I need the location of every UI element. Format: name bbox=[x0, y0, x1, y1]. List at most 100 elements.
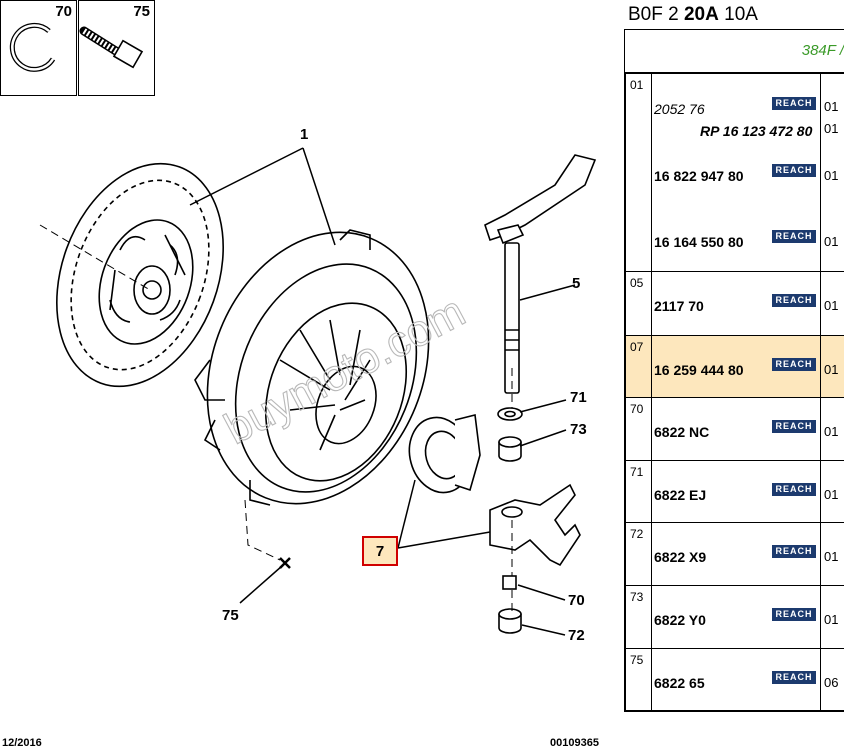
bolt-icon bbox=[79, 26, 144, 69]
row-position: 07 bbox=[626, 336, 652, 397]
thumbnail-70-number: 70 bbox=[55, 3, 72, 20]
part-reference: 6822 NC bbox=[654, 424, 710, 440]
part-line[interactable]: RP 16 123 472 80 01 bbox=[652, 121, 844, 143]
row-position: 05 bbox=[626, 272, 652, 335]
part-line[interactable]: 16 164 550 80 REACH 01 bbox=[652, 230, 844, 252]
part-reference: 16 259 444 80 bbox=[654, 362, 744, 378]
footer-date: 12/2016 bbox=[2, 737, 42, 749]
table-row-75[interactable]: 75 6822 65 REACH 06 bbox=[626, 649, 844, 710]
title-prefix: B0F 2 bbox=[628, 4, 684, 25]
part-quantity: 01 bbox=[824, 168, 839, 183]
reach-badge: REACH bbox=[772, 545, 816, 558]
reach-badge: REACH bbox=[772, 230, 816, 243]
callout-72[interactable]: 72 bbox=[568, 627, 585, 644]
footer-diagram-id: 00109365 bbox=[550, 737, 599, 749]
reach-badge: REACH bbox=[772, 483, 816, 496]
part-quantity: 01 bbox=[824, 487, 839, 502]
part-reference: 6822 Y0 bbox=[654, 612, 706, 628]
title-bold: 20A bbox=[683, 4, 719, 25]
reach-badge: REACH bbox=[772, 97, 816, 110]
qty-column bbox=[820, 272, 844, 335]
table-row-73[interactable]: 73 6822 Y0 REACH 01 bbox=[626, 586, 844, 649]
qty-column bbox=[820, 649, 844, 710]
part-line[interactable]: 6822 NC REACH 01 bbox=[652, 420, 844, 442]
part-reference: 16 822 947 80 bbox=[654, 168, 744, 184]
table-row-05[interactable]: 05 2117 70 REACH 01 bbox=[626, 272, 844, 336]
part-quantity: 01 bbox=[824, 99, 839, 114]
reach-badge: REACH bbox=[772, 420, 816, 433]
table-row-07-selected[interactable]: 07 16 259 444 80 REACH 01 bbox=[626, 336, 844, 398]
part-quantity: 01 bbox=[824, 362, 839, 377]
thumbnail-75-number: 75 bbox=[133, 3, 150, 20]
part-reference: 6822 65 bbox=[654, 675, 705, 691]
diagram-drawing: buymoto.com bbox=[27, 140, 597, 636]
part-quantity: 06 bbox=[824, 675, 839, 690]
reach-badge: REACH bbox=[772, 294, 816, 307]
bushing-72[interactable] bbox=[498, 608, 522, 634]
part-quantity: 01 bbox=[824, 424, 839, 439]
callout-70[interactable]: 70 bbox=[568, 592, 585, 609]
parts-table: 01 2052 76 REACH 01 RP 16 123 472 80 01 … bbox=[624, 72, 844, 712]
qty-column bbox=[820, 586, 844, 648]
release-bearing[interactable] bbox=[401, 411, 481, 500]
reach-badge: REACH bbox=[772, 164, 816, 177]
part-line[interactable]: 2117 70 REACH 01 bbox=[652, 294, 844, 316]
parts-list-panel: B0F 2 20A 10A 384F / 01 2052 76 REACH 01… bbox=[624, 0, 844, 755]
part-quantity: 01 bbox=[824, 234, 839, 249]
part-quantity: 01 bbox=[824, 612, 839, 627]
part-quantity: 01 bbox=[824, 298, 839, 313]
bushing-73[interactable] bbox=[498, 436, 522, 462]
qty-column bbox=[820, 74, 844, 271]
row-position: 71 bbox=[626, 461, 652, 522]
panel-title: B0F 2 20A 10A bbox=[624, 0, 844, 30]
qty-column bbox=[820, 461, 844, 522]
part-line[interactable]: 6822 65 REACH 06 bbox=[652, 671, 844, 693]
part-reference: 6822 EJ bbox=[654, 487, 707, 503]
thumbnail-75[interactable]: 75 bbox=[78, 0, 155, 96]
row-position: 01 bbox=[626, 74, 652, 271]
part-quantity: 01 bbox=[824, 121, 839, 136]
part-line[interactable]: 6822 Y0 REACH 01 bbox=[652, 608, 844, 630]
table-row-70[interactable]: 70 6822 NC REACH 01 bbox=[626, 398, 844, 461]
circlip-ring-icon bbox=[9, 22, 56, 72]
exploded-parts-diagram: buymoto.com 70 75 1 5 71 73 7 70 72 75 1… bbox=[0, 0, 599, 749]
row-position: 70 bbox=[626, 398, 652, 460]
bushing-71[interactable] bbox=[497, 407, 523, 421]
qty-column bbox=[820, 398, 844, 460]
part-line[interactable]: 16 259 444 80 REACH 01 bbox=[652, 358, 844, 380]
panel-subtitle: 384F / bbox=[624, 30, 844, 72]
callout-73[interactable]: 73 bbox=[570, 421, 587, 438]
clutch-disc[interactable] bbox=[27, 140, 252, 409]
fork-shaft[interactable] bbox=[484, 154, 597, 394]
qty-column bbox=[820, 523, 844, 585]
part-line[interactable]: 6822 X9 REACH 01 bbox=[652, 545, 844, 567]
table-row-72[interactable]: 72 6822 X9 REACH 01 bbox=[626, 523, 844, 586]
reach-badge: REACH bbox=[772, 608, 816, 621]
callout-71[interactable]: 71 bbox=[570, 389, 587, 406]
row-position: 75 bbox=[626, 649, 652, 710]
reach-badge: REACH bbox=[772, 358, 816, 371]
part-reference: 2052 76 bbox=[654, 101, 705, 117]
qty-column bbox=[820, 336, 844, 397]
release-fork[interactable] bbox=[489, 483, 581, 567]
part-line[interactable]: 2052 76 REACH 01 bbox=[652, 97, 844, 119]
part-reference: 6822 X9 bbox=[654, 549, 707, 565]
clip-70[interactable] bbox=[502, 575, 517, 590]
part-reference: 2117 70 bbox=[654, 298, 704, 314]
callout-5[interactable]: 5 bbox=[572, 275, 581, 292]
thumbnail-70[interactable]: 70 bbox=[0, 0, 77, 96]
table-row-01[interactable]: 01 2052 76 REACH 01 RP 16 123 472 80 01 … bbox=[626, 74, 844, 272]
pressure-plate[interactable] bbox=[168, 199, 468, 537]
title-suffix: 10A bbox=[718, 4, 758, 25]
part-reference: 16 164 550 80 bbox=[654, 234, 744, 250]
table-row-71[interactable]: 71 6822 EJ REACH 01 bbox=[626, 461, 844, 523]
callout-75[interactable]: 75 bbox=[222, 607, 239, 624]
part-line[interactable]: 16 822 947 80 REACH 01 bbox=[652, 164, 844, 186]
row-position: 73 bbox=[626, 586, 652, 648]
reach-badge: REACH bbox=[772, 671, 816, 684]
row-position: 72 bbox=[626, 523, 652, 585]
callout-1[interactable]: 1 bbox=[300, 126, 309, 143]
part-quantity: 01 bbox=[824, 549, 839, 564]
callout-7-highlighted[interactable]: 7 bbox=[362, 536, 398, 566]
part-line[interactable]: 6822 EJ REACH 01 bbox=[652, 483, 844, 505]
